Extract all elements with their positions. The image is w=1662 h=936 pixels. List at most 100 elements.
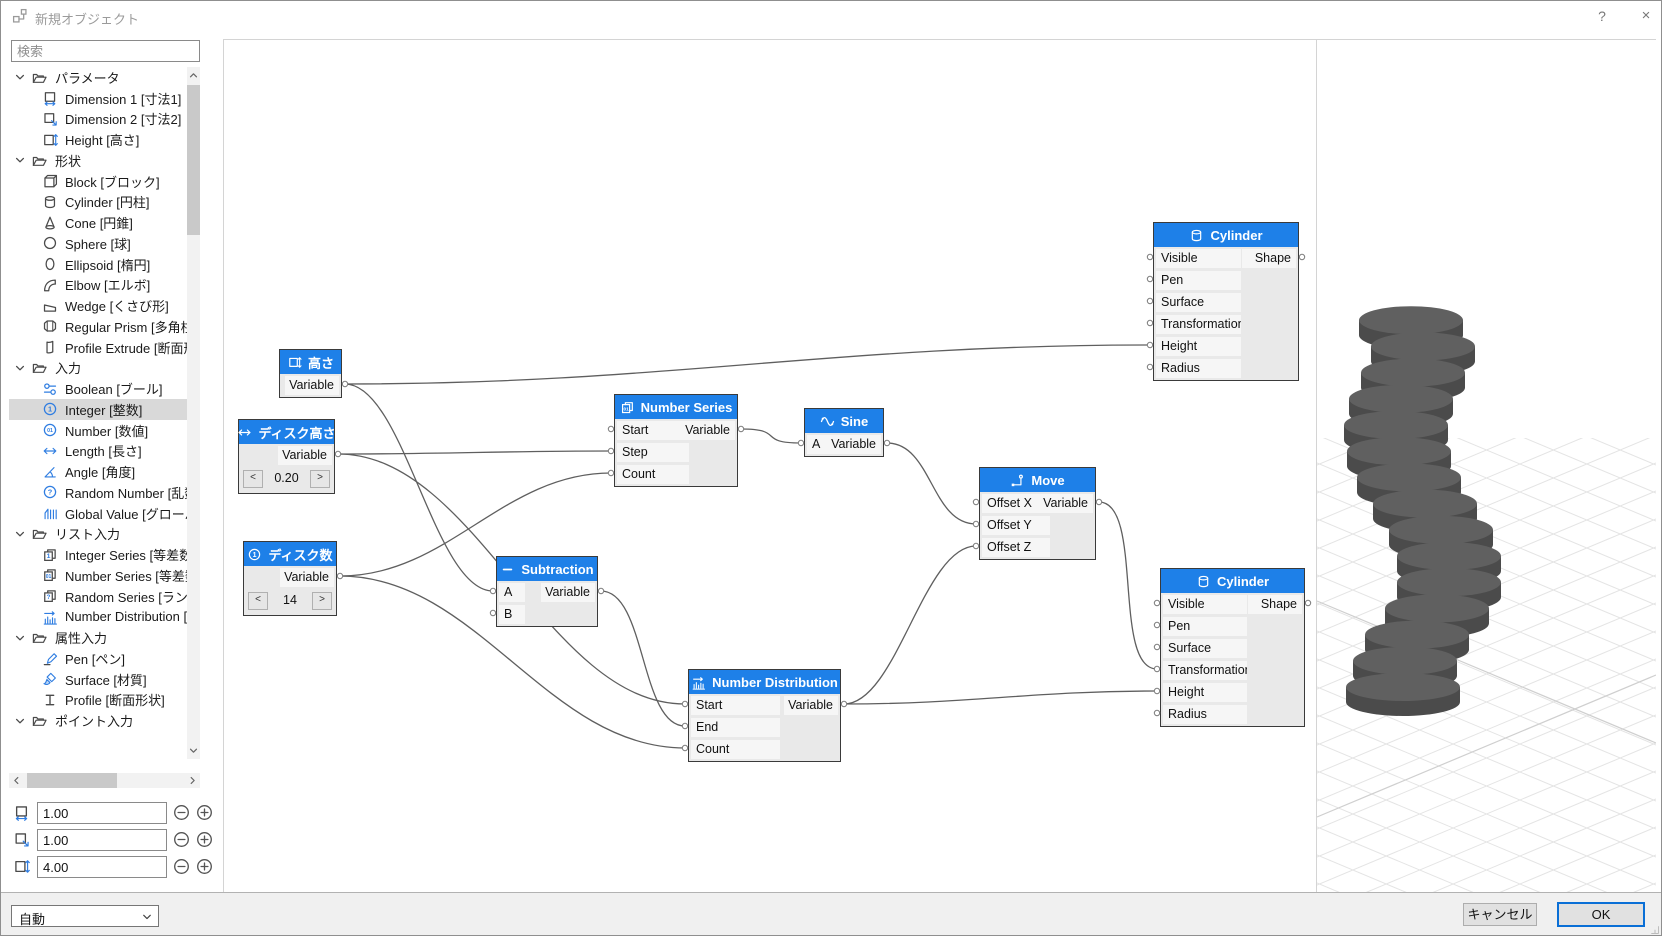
input-port-offset-y[interactable]: Offset Y [982,516,1050,535]
node-header[interactable]: ディスク高さ [238,420,336,444]
input-port-visible[interactable]: Visible [1156,249,1241,268]
tree-item[interactable]: Boolean [ブール] [9,378,187,399]
output-port-variable[interactable]: Variable [827,435,881,454]
tree-vertical-scrollbar[interactable] [187,67,200,759]
decrement-icon[interactable] [173,831,190,848]
tree-item[interactable]: Surface [材質] [9,669,187,690]
tree-hscrollbar-thumb[interactable] [27,773,117,788]
output-port-shape[interactable]: Shape [1242,249,1296,268]
tree-item[interactable]: 属性入力 [9,627,187,648]
output-port-variable[interactable]: Variable [541,583,595,602]
input-port-count[interactable]: Count [617,465,689,484]
stepper-value[interactable]: 0.20 [274,471,299,485]
output-port-variable[interactable]: Variable [280,568,334,587]
input-port-b[interactable]: B [499,605,525,624]
search-input[interactable] [11,40,200,62]
input-port-surface[interactable]: Surface [1163,639,1247,658]
input-port-radius[interactable]: Radius [1163,705,1247,724]
input-port-start[interactable]: Start [617,421,689,440]
tree-item[interactable]: Wedge [くさび形] [9,295,187,316]
input-port-pen[interactable]: Pen [1163,617,1247,636]
parameter-value-input[interactable] [37,829,167,851]
input-port-step[interactable]: Step [617,443,689,462]
output-port-variable[interactable]: Variable [278,446,332,465]
input-port-a[interactable]: A [499,583,525,602]
output-port-variable[interactable]: Variable [1039,494,1093,513]
input-port-transformation[interactable]: Transformation [1163,661,1247,680]
tree-item[interactable]: Cylinder [円柱] [9,192,187,213]
stepper-decrease-button[interactable]: < [248,592,268,610]
input-port-end[interactable]: End [691,718,780,737]
tree-scrollbar-thumb[interactable] [187,85,200,235]
tree-item[interactable]: Ellipsoid [楕円] [9,254,187,275]
increment-icon[interactable] [196,858,213,875]
tree-item[interactable]: Regular Prism [多角柱] [9,316,187,337]
tree-item[interactable]: ?Random Number [乱数 [9,482,187,503]
input-port-height[interactable]: Height [1163,683,1247,702]
parameter-value-input[interactable] [37,856,167,878]
node-header[interactable]: Cylinder [1161,569,1304,593]
tree-item[interactable]: Length [長さ] [9,441,187,462]
tree-item[interactable]: ポイント入力 [9,710,187,731]
stepper-increase-button[interactable]: > [310,470,330,488]
input-port-count[interactable]: Count [691,740,780,759]
increment-icon[interactable] [196,831,213,848]
tree-item[interactable]: パラメータ [9,67,187,88]
node-header[interactable]: Cylinder [1154,223,1298,247]
scroll-right-icon[interactable] [186,774,199,787]
tree-item[interactable]: Dimension 1 [寸法1] [9,88,187,109]
scroll-up-icon[interactable] [187,69,200,82]
input-port-offset-x[interactable]: Offset X [982,494,1050,513]
input-port-a[interactable]: A [807,435,833,454]
input-port-radius[interactable]: Radius [1156,359,1241,378]
tree-item[interactable]: Number Distribution [ [9,607,187,628]
output-port-variable[interactable]: Variable [681,421,735,440]
cancel-button[interactable]: キャンセル [1463,903,1537,926]
input-port-offset-z[interactable]: Offset Z [982,538,1050,557]
node-header[interactable]: 高さ [280,350,341,374]
parameter-value-input[interactable] [37,802,167,824]
tree-item[interactable]: Cone [円錐] [9,212,187,233]
node-canvas[interactable] [223,39,1656,892]
tree-item[interactable]: Sphere [球] [9,233,187,254]
tree-item[interactable]: Pen [ペン] [9,648,187,669]
tree-item[interactable]: 入力 [9,358,187,379]
help-button[interactable]: ? [1598,8,1606,24]
ok-button[interactable]: OK [1557,902,1645,927]
decrement-icon[interactable] [173,858,190,875]
output-port-shape[interactable]: Shape [1248,595,1302,614]
tree-item[interactable]: リスト入力 [9,524,187,545]
node-header[interactable]: Number Distribution [689,670,840,694]
node-header[interactable]: Sine [805,409,883,433]
tree-item[interactable]: 形状 [9,150,187,171]
output-port-variable[interactable]: Variable [784,696,838,715]
input-port-start[interactable]: Start [691,696,780,715]
tree-item[interactable]: Global Value [グローバル [9,503,187,524]
increment-icon[interactable] [196,804,213,821]
stepper-decrease-button[interactable]: < [243,470,263,488]
node-header[interactable]: Move [980,468,1095,492]
node-header[interactable]: Subtraction [497,557,597,581]
input-port-transformation[interactable]: Transformation [1156,315,1241,334]
input-port-surface[interactable]: Surface [1156,293,1241,312]
tree-item[interactable]: Profile Extrude [断面形 [9,337,187,358]
tree-item[interactable]: Block [ブロック] [9,171,187,192]
input-port-height[interactable]: Height [1156,337,1241,356]
stepper-increase-button[interactable]: > [312,592,332,610]
input-port-visible[interactable]: Visible [1163,595,1247,614]
stepper-value[interactable]: 14 [283,593,297,607]
tree-item[interactable]: Dimension 2 [寸法2] [9,109,187,130]
